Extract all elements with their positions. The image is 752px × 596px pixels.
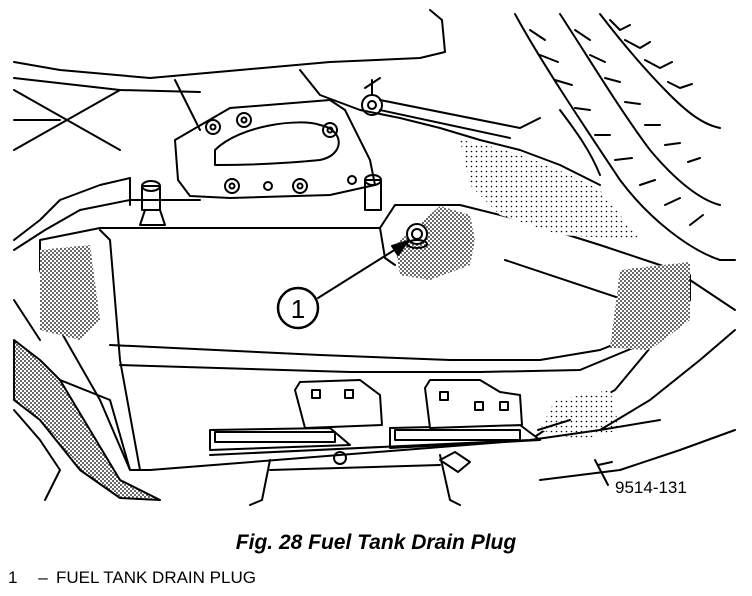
callout-1: 1 [276,286,320,330]
figure-reference-id: 9514-131 [615,478,687,497]
body-panel-left [13,299,161,501]
lower-straps [209,379,661,506]
spare-tire [514,13,721,261]
callout-number: 1 [291,294,305,324]
legend-separator: – [38,568,48,587]
mounting-bracket [174,99,376,199]
legend-number: 1 [8,568,18,587]
fuel-tank [39,140,691,471]
strap-bolts [139,174,382,226]
fuel-tank-illustration: 1 [13,9,736,506]
callout-leader [317,240,409,299]
legend-item: 1 –FUEL TANK DRAIN PLUG [8,568,256,588]
floor-pan [13,9,601,251]
drain-plug [406,223,428,249]
legend-label: FUEL TANK DRAIN PLUG [56,568,256,587]
frame-right [539,259,736,486]
strap-rod [361,77,541,139]
figure-caption: Fig. 28 Fuel Tank Drain Plug [235,531,517,554]
